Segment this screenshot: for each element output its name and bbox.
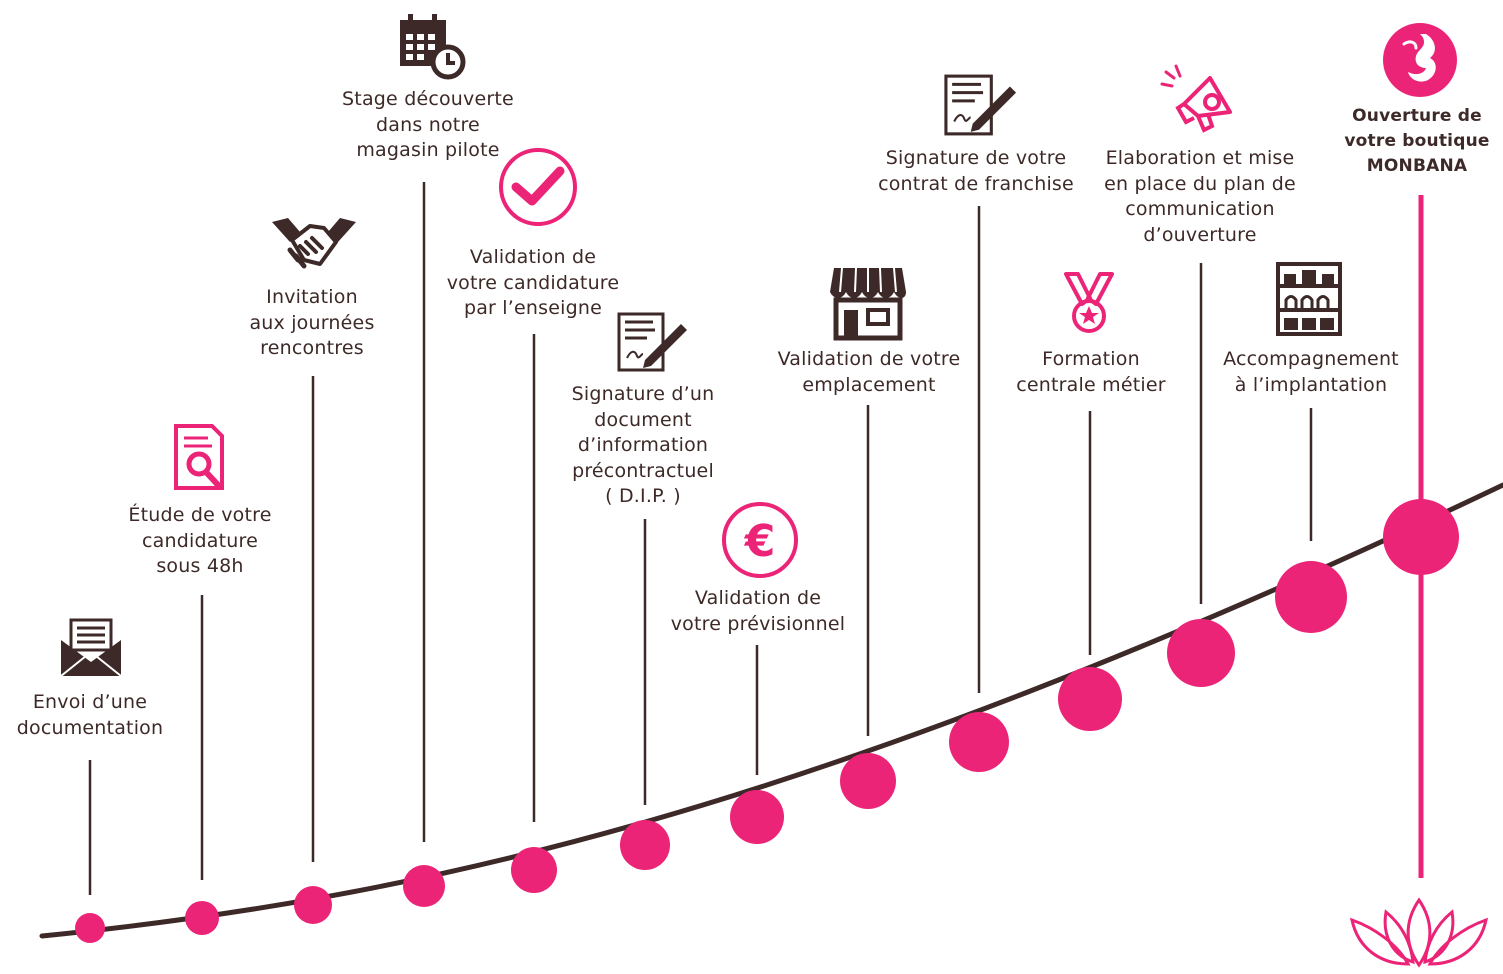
step-dot-2	[185, 901, 219, 935]
lotus-ornament-icon	[1349, 897, 1489, 968]
step-dot-11	[1167, 619, 1235, 687]
monbana-logo-icon	[1383, 23, 1457, 97]
svg-text:€: €	[744, 516, 776, 567]
step-dot-4	[403, 865, 445, 907]
step-dot-12	[1275, 561, 1347, 633]
step-dot-6	[620, 820, 670, 870]
medal-icon	[1064, 272, 1114, 333]
step-dot-1	[75, 913, 105, 943]
contract-sign-icon	[944, 74, 1017, 136]
storefront-icon	[830, 267, 906, 341]
euro-icon: €	[722, 502, 798, 578]
step-dot-9	[949, 712, 1009, 772]
checkmark-icon	[499, 148, 577, 226]
step-dot-5	[511, 847, 557, 893]
envelope-icon	[60, 618, 122, 677]
step-dot-8	[840, 753, 896, 809]
step-dot-10	[1058, 667, 1122, 731]
calendar-clock-icon	[400, 14, 466, 80]
document-search-icon	[174, 424, 224, 490]
handshake-icon	[272, 218, 356, 269]
step-dot-3	[294, 886, 332, 924]
step-dot-13	[1383, 499, 1459, 575]
step-dot-7	[730, 790, 784, 844]
megaphone-icon	[1160, 64, 1232, 133]
contract-sign-icon	[617, 312, 687, 372]
shelves-icon	[1276, 262, 1342, 336]
